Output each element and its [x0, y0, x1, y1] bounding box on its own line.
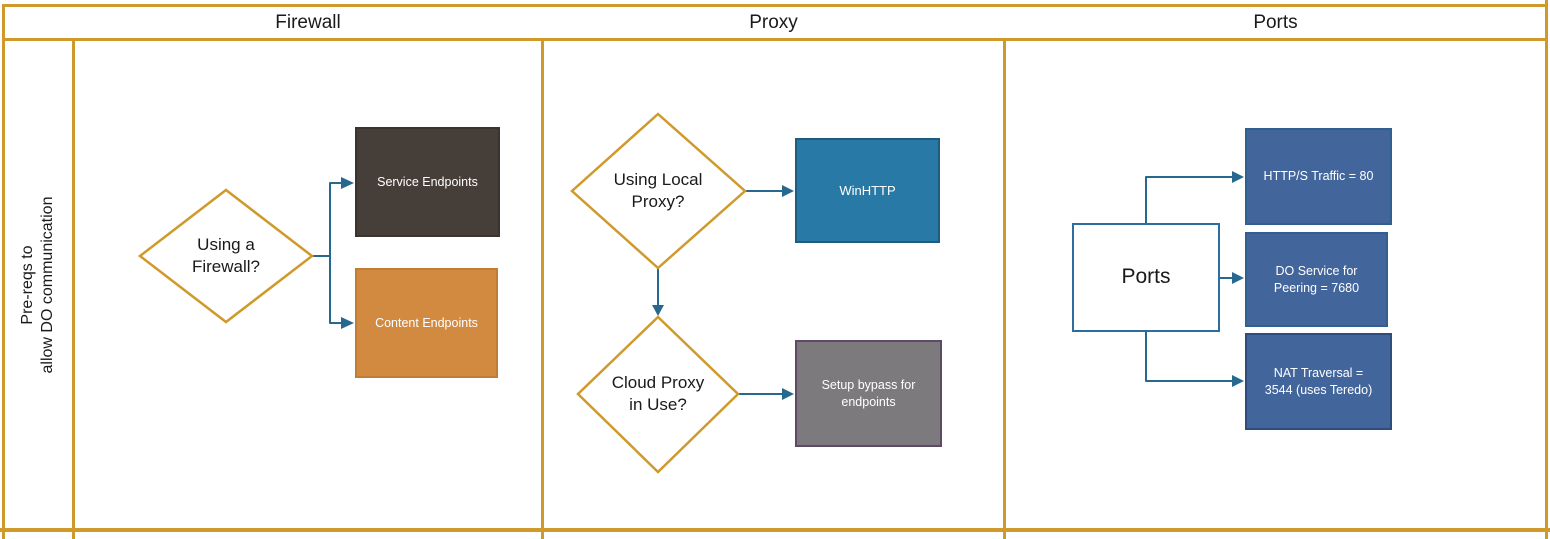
frame-right-border: [1545, 0, 1548, 539]
http-traffic-box: HTTP/S Traffic = 80: [1245, 128, 1392, 225]
lane-divider-firewall-proxy: [541, 41, 544, 539]
lane-header-proxy: Proxy: [749, 11, 798, 33]
decision-diamond-cloud-proxy: [576, 315, 740, 474]
winhttp-box: WinHTTP: [795, 138, 940, 243]
decision-diamond-local-proxy: [570, 112, 747, 270]
header-bottom-border: [2, 38, 1548, 41]
service-endpoints-box: Service Endpoints: [355, 127, 500, 237]
arrowhead-service: [341, 177, 354, 189]
lane-header-ports: Ports: [1253, 11, 1298, 33]
frame-top-border: [2, 4, 1548, 7]
nat-traversal-box: NAT Traversal = 3544 (uses Teredo): [1245, 333, 1392, 430]
frame-left-border: [2, 4, 5, 539]
lane-header-firewall: Firewall: [275, 11, 341, 33]
arrowhead-content: [341, 317, 354, 329]
row-bottom-border: [0, 528, 1550, 532]
connector-ports-to-nat: [1145, 332, 1232, 382]
ports-box: Ports: [1072, 223, 1220, 332]
arrowhead-winhttp: [782, 185, 794, 197]
do-service-box: DO Service for Peering = 7680: [1245, 232, 1388, 327]
connector-firewall-to-service: [312, 182, 341, 257]
lane-divider-proxy-ports: [1003, 41, 1006, 539]
arrowhead-nat: [1232, 375, 1244, 387]
decision-label-firewall: Using a Firewall?: [191, 234, 261, 276]
decision-label-local-proxy: Using Local Proxy?: [613, 169, 703, 211]
decision-label-cloud-proxy: Cloud Proxy in Use?: [611, 372, 705, 414]
arrowhead-do: [1232, 272, 1244, 284]
arrowhead-http: [1232, 171, 1244, 183]
arrowhead-bypass: [782, 388, 794, 400]
setup-bypass-box: Setup bypass for endpoints: [795, 340, 942, 447]
content-endpoints-box: Content Endpoints: [355, 268, 498, 378]
decision-diamond-firewall: [137, 188, 315, 324]
row-label-divider: [72, 41, 75, 539]
connector-ports-to-http: [1145, 176, 1232, 223]
arrowhead-cloudproxy: [652, 305, 664, 316]
connector-firewall-to-content: [329, 256, 341, 324]
